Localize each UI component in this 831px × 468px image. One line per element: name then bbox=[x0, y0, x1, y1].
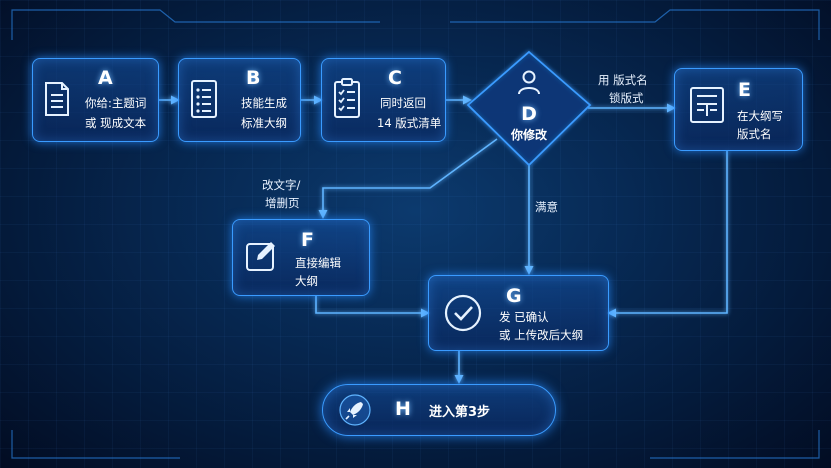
edge-d-g-label: 满意 bbox=[535, 200, 558, 214]
node-f-line2: 大纲 bbox=[295, 274, 318, 288]
node-b-line2: 标准大纲 bbox=[241, 116, 287, 130]
node-e-letter: E bbox=[738, 79, 751, 101]
node-f[interactable]: F 直接编辑 大纲 bbox=[232, 219, 370, 296]
node-e-line2: 版式名 bbox=[737, 127, 772, 141]
node-b-letter: B bbox=[246, 67, 261, 89]
node-b[interactable]: B 技能生成 标准大纲 bbox=[178, 58, 301, 142]
check-circle-icon bbox=[443, 293, 483, 337]
node-e-line1: 在大纲写 bbox=[737, 109, 783, 123]
edge-d-e-label-1: 用 版式名 bbox=[598, 73, 648, 87]
edge-e-g bbox=[607, 151, 728, 318]
node-g-line1: 发 已确认 bbox=[499, 310, 549, 324]
node-c[interactable]: C 同时返回 14 版式清单 bbox=[321, 58, 446, 142]
user-icon bbox=[517, 69, 541, 99]
node-d[interactable]: D 你修改 bbox=[468, 52, 590, 165]
node-f-letter: F bbox=[301, 229, 314, 251]
node-d-shape bbox=[466, 50, 592, 167]
node-e[interactable]: E 在大纲写 版式名 bbox=[674, 68, 803, 151]
node-f-line1: 直接编辑 bbox=[295, 256, 341, 270]
node-h-line1: 进入第3步 bbox=[429, 405, 491, 420]
edge-d-f-label-2: 增删页 bbox=[265, 196, 300, 210]
node-g-line2: 或 上传改后大纲 bbox=[499, 328, 584, 342]
clipboard-checklist-icon bbox=[332, 77, 362, 123]
node-g[interactable]: G 发 已确认 或 上传改后大纲 bbox=[428, 275, 609, 351]
node-c-line1: 同时返回 bbox=[380, 96, 426, 110]
node-d-letter: D bbox=[521, 103, 537, 125]
node-c-line2: 14 版式清单 bbox=[377, 116, 442, 130]
document-icon bbox=[43, 81, 71, 121]
list-document-icon bbox=[189, 79, 219, 123]
edge-f-g bbox=[315, 296, 430, 318]
edge-d-f bbox=[318, 138, 498, 219]
hud-frame bbox=[11, 9, 820, 459]
node-d-line1: 你修改 bbox=[510, 128, 547, 142]
node-h-letter: H bbox=[395, 398, 411, 420]
node-c-letter: C bbox=[388, 67, 402, 89]
rocket-icon bbox=[339, 394, 371, 430]
edge-d-e-label-2: 锁版式 bbox=[609, 91, 644, 105]
node-a[interactable]: A 你给:主题词 或 现成文本 bbox=[32, 58, 159, 142]
edit-icon bbox=[245, 238, 279, 276]
layout-icon bbox=[689, 86, 725, 128]
node-a-letter: A bbox=[98, 67, 113, 89]
node-a-line1: 你给:主题词 bbox=[85, 96, 147, 110]
edge-d-f-label-1: 改文字/ bbox=[262, 178, 301, 192]
node-g-letter: G bbox=[506, 285, 522, 307]
node-b-line1: 技能生成 bbox=[241, 96, 287, 110]
node-h[interactable]: H 进入第3步 bbox=[322, 384, 556, 436]
node-a-line2: 或 现成文本 bbox=[85, 116, 147, 130]
